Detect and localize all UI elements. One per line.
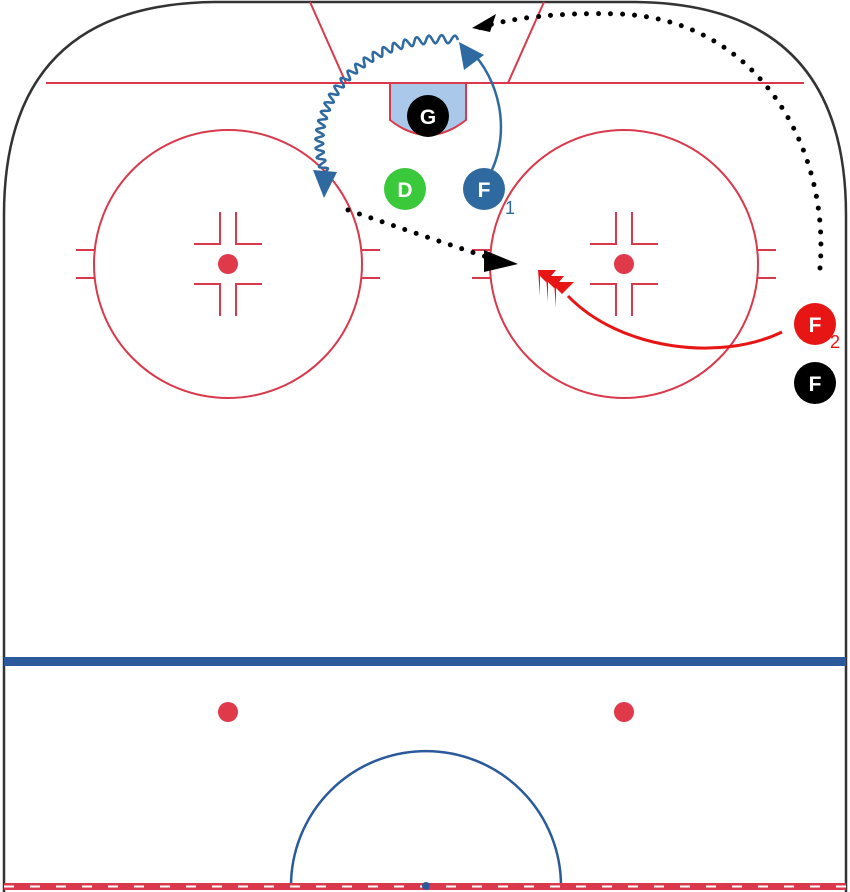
- player-forward-2[interactable]: F 2: [794, 303, 840, 352]
- forward-1-sub: 1: [505, 198, 515, 218]
- player-defense[interactable]: D: [384, 168, 426, 210]
- pass-arrow-top: [472, 14, 496, 32]
- pass-arrow-middle: [484, 250, 518, 272]
- faceoff-dot-right: [614, 254, 634, 274]
- stickhandle-path: [313, 33, 460, 173]
- center-line: [4, 882, 846, 890]
- goalie-label: G: [420, 106, 436, 129]
- f1-skate-path: [469, 49, 503, 171]
- f2-skate-path: [566, 294, 783, 350]
- faceoff-dot-left: [218, 254, 238, 274]
- trapezoid-left: [309, 1, 347, 84]
- forward-3-label: F: [809, 373, 822, 396]
- player-forward-3[interactable]: F: [794, 362, 836, 404]
- neutral-dot-right: [614, 702, 634, 722]
- stickhandle-arrow: [313, 170, 337, 198]
- player-goalie[interactable]: G: [407, 95, 449, 137]
- forward-1-label: F: [478, 179, 491, 202]
- forward-2-label: F: [809, 314, 822, 337]
- pass-path-top: [475, 11, 824, 271]
- forward-2-sub: 2: [830, 332, 840, 352]
- faceoff-circle-left: [76, 129, 380, 399]
- center-circle: [289, 749, 563, 887]
- player-forward-1[interactable]: F 1: [463, 168, 515, 218]
- blue-line: [4, 657, 846, 666]
- neutral-dot-left: [218, 702, 238, 722]
- f1-skate-arrow: [459, 42, 484, 70]
- shot-icon: [538, 270, 574, 308]
- defense-label: D: [397, 179, 412, 202]
